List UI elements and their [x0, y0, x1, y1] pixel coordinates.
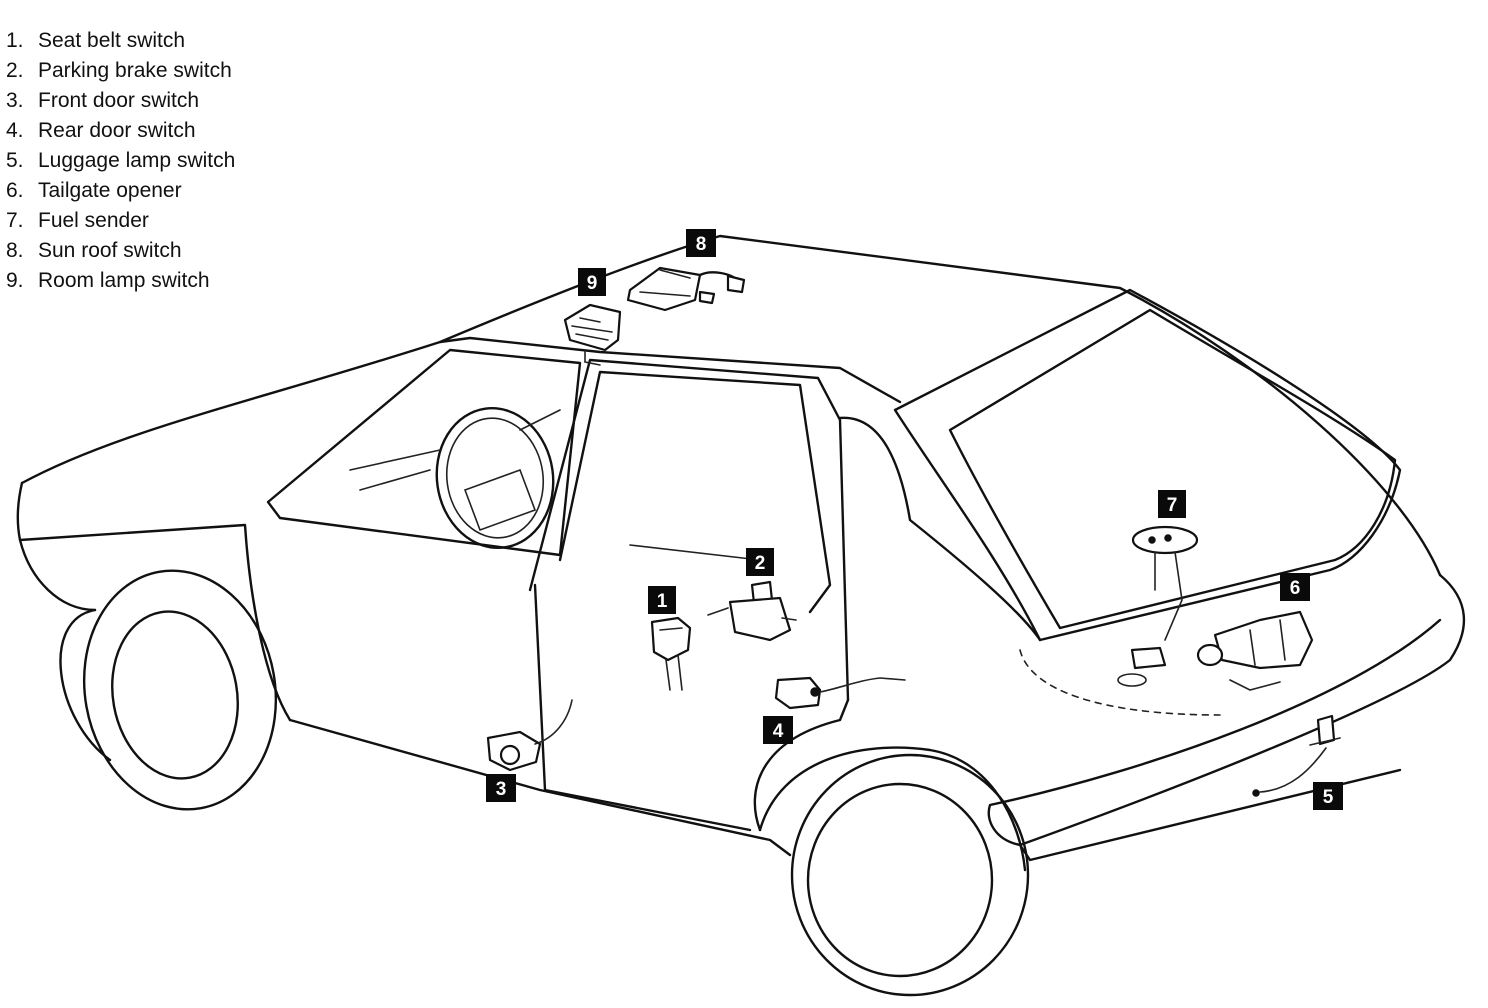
- callout-1-text: 1: [657, 591, 668, 612]
- parking-brake-switch: [707, 580, 797, 642]
- front-fender: [18, 523, 292, 722]
- callout-6-text: 6: [1290, 578, 1301, 599]
- legend-item: 7. Fuel sender: [6, 206, 235, 236]
- legend-label: Sun roof switch: [38, 239, 182, 262]
- side-sill: [288, 718, 792, 857]
- front-door-window: [558, 370, 832, 614]
- callout-9-text: 9: [587, 273, 598, 294]
- callout-6: 6: [1280, 573, 1310, 601]
- door-bottom: [533, 583, 752, 832]
- rear-wheel: [758, 746, 1030, 997]
- legend-label: Seat belt switch: [38, 29, 186, 52]
- legend-item: 6. Tailgate opener: [6, 176, 235, 206]
- callout-7: 7: [1158, 490, 1186, 518]
- callout-1: 1: [648, 586, 676, 614]
- callout-8-text: 8: [696, 234, 707, 255]
- rear-lower-edge: [1018, 768, 1402, 862]
- legend-label: Room lamp switch: [38, 269, 210, 292]
- sun-roof-switch: [626, 266, 746, 312]
- roof-line: [438, 336, 902, 404]
- callout-4-text: 4: [773, 721, 784, 742]
- room-lamp-switch: [563, 303, 622, 366]
- legend-item: 1. Seat belt switch: [6, 26, 235, 56]
- legend-label: Fuel sender: [38, 209, 149, 232]
- legend-label: Rear door switch: [38, 119, 196, 142]
- legend-label: Luggage lamp switch: [38, 149, 236, 172]
- door-frame: [528, 358, 850, 702]
- legend-label: Front door switch: [38, 89, 200, 112]
- legend-label: Parking brake switch: [38, 59, 232, 82]
- front-wheel: [59, 569, 278, 811]
- callout-4: 4: [763, 716, 793, 744]
- fuel-sender: [1117, 525, 1199, 687]
- callout-5-text: 5: [1323, 787, 1334, 808]
- dashboard-lines: [349, 409, 761, 561]
- legend-item: 5. Luggage lamp switch: [6, 146, 235, 176]
- front-door-switch: [486, 699, 573, 772]
- legend-item: 2. Parking brake switch: [6, 56, 235, 86]
- rear-window: [893, 288, 1402, 642]
- car-body-outline: [16, 234, 1466, 862]
- rear-quarter-panel: [838, 416, 1042, 642]
- seat-belt-switch: [650, 616, 692, 691]
- luggage-lamp-switch: [1252, 714, 1341, 797]
- callout-2-text: 2: [755, 553, 766, 574]
- tailgate-opener: [1196, 610, 1314, 691]
- legend-number: 8.: [6, 239, 24, 262]
- legend-number: 5.: [6, 149, 24, 172]
- legend-item: 3. Front door switch: [6, 86, 235, 116]
- legend-item: 4. Rear door switch: [6, 116, 235, 146]
- front-window: [266, 348, 582, 557]
- luggage-floor-line: [1019, 649, 1221, 716]
- legend-number: 2.: [6, 59, 24, 82]
- callout-2: 2: [746, 548, 774, 576]
- rear-bumper: [987, 573, 1466, 847]
- legend-label: Tailgate opener: [38, 179, 182, 202]
- rear-door-switch: [774, 676, 906, 710]
- legend-number: 1.: [6, 29, 24, 52]
- callout-7-text: 7: [1167, 495, 1178, 516]
- legend-item: 8. Sun roof switch: [6, 236, 235, 266]
- legend-number: 6.: [6, 179, 24, 202]
- callout-3-text: 3: [496, 779, 507, 800]
- legend-number: 7.: [6, 209, 24, 232]
- car-front-nose: [16, 481, 97, 612]
- switch-legend: 1. Seat belt switch 2. Parking brake switc…: [6, 26, 235, 296]
- callout-3: 3: [486, 774, 516, 802]
- legend-number: 9.: [6, 269, 24, 292]
- rear-door-edge: [753, 698, 850, 832]
- callout-5: 5: [1313, 782, 1343, 810]
- rear-window-inner: [948, 308, 1397, 630]
- legend-number: 4.: [6, 119, 24, 142]
- steering-wheel: [435, 407, 555, 549]
- callout-9: 9: [578, 268, 606, 296]
- callout-8: 8: [686, 229, 716, 257]
- legend-number: 3.: [6, 89, 24, 112]
- legend-item: 9. Room lamp switch: [6, 266, 235, 296]
